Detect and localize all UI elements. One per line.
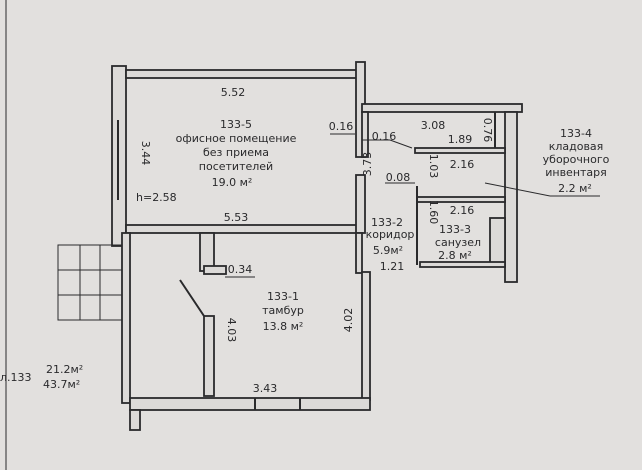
dimension-label: 4.03 [225,318,238,343]
room-133-4-name: кладовая [549,140,604,153]
dimension-label: 5.52 [221,86,246,99]
dimension-label: 0.08 [386,171,411,184]
dimension-label: 0.34 [228,263,253,276]
summary-area-1: 21.2м² [46,363,83,376]
room-133-5-name: без приема [203,146,269,159]
dimension-label: 2.16 [450,158,475,171]
walls [57,61,600,431]
room-133-5-area: 19.0 м² [212,176,253,189]
dimension-label: 3.08 [421,119,446,132]
dimension-label: 0.16 [329,120,354,133]
dimension-label: 1.60 [427,200,440,225]
dimension-label: 3.73 [361,152,374,177]
room-133-4-name: уборочного [543,153,610,166]
dimension-label: 0.76 [481,118,494,143]
summary-area-2: 43.7м² [43,378,80,391]
dimension-label: 4.02 [342,308,355,333]
dimension-label: 3.43 [253,382,278,395]
ceiling-height: h=2.58 [136,191,177,204]
room-133-1-id: 133-1 [267,290,299,303]
dimension-label: 1.89 [448,133,473,146]
dimension-label: 1.03 [427,154,440,179]
room-133-3-name: санузел [435,236,481,249]
summary-label: л.133 [0,371,32,384]
room-133-4-area: 2.2 м² [558,182,592,195]
dimension-label: 3.44 [139,141,152,166]
room-133-3-id: 133-3 [439,223,471,236]
dimension-label: 1.21 [380,260,405,273]
room-133-2-id: 133-2 [371,216,403,229]
room-133-3-area: 2.8 м² [438,249,472,262]
room-133-5-id: 133-5 [220,118,252,131]
room-133-1-area: 13.8 м² [263,320,304,333]
dimension-label: 5.53 [224,211,249,224]
room-133-5-name: посетителей [199,160,273,173]
room-133-1-name: тамбур [262,304,304,317]
room-133-4-id: 133-4 [560,127,592,140]
dimension-label: 2.16 [450,204,475,217]
dimension-labels: 5.52 3.44 5.53 0.16 0.16 3.08 1.89 0.76 … [139,86,494,395]
room-133-2-name: коридор [366,228,415,241]
room-133-4-name: инвентаря [545,166,607,179]
room-133-5-name: офисное помещение [176,132,297,145]
dimension-label: 0.16 [372,130,397,143]
room-133-2-area: 5.9м² [373,244,403,257]
